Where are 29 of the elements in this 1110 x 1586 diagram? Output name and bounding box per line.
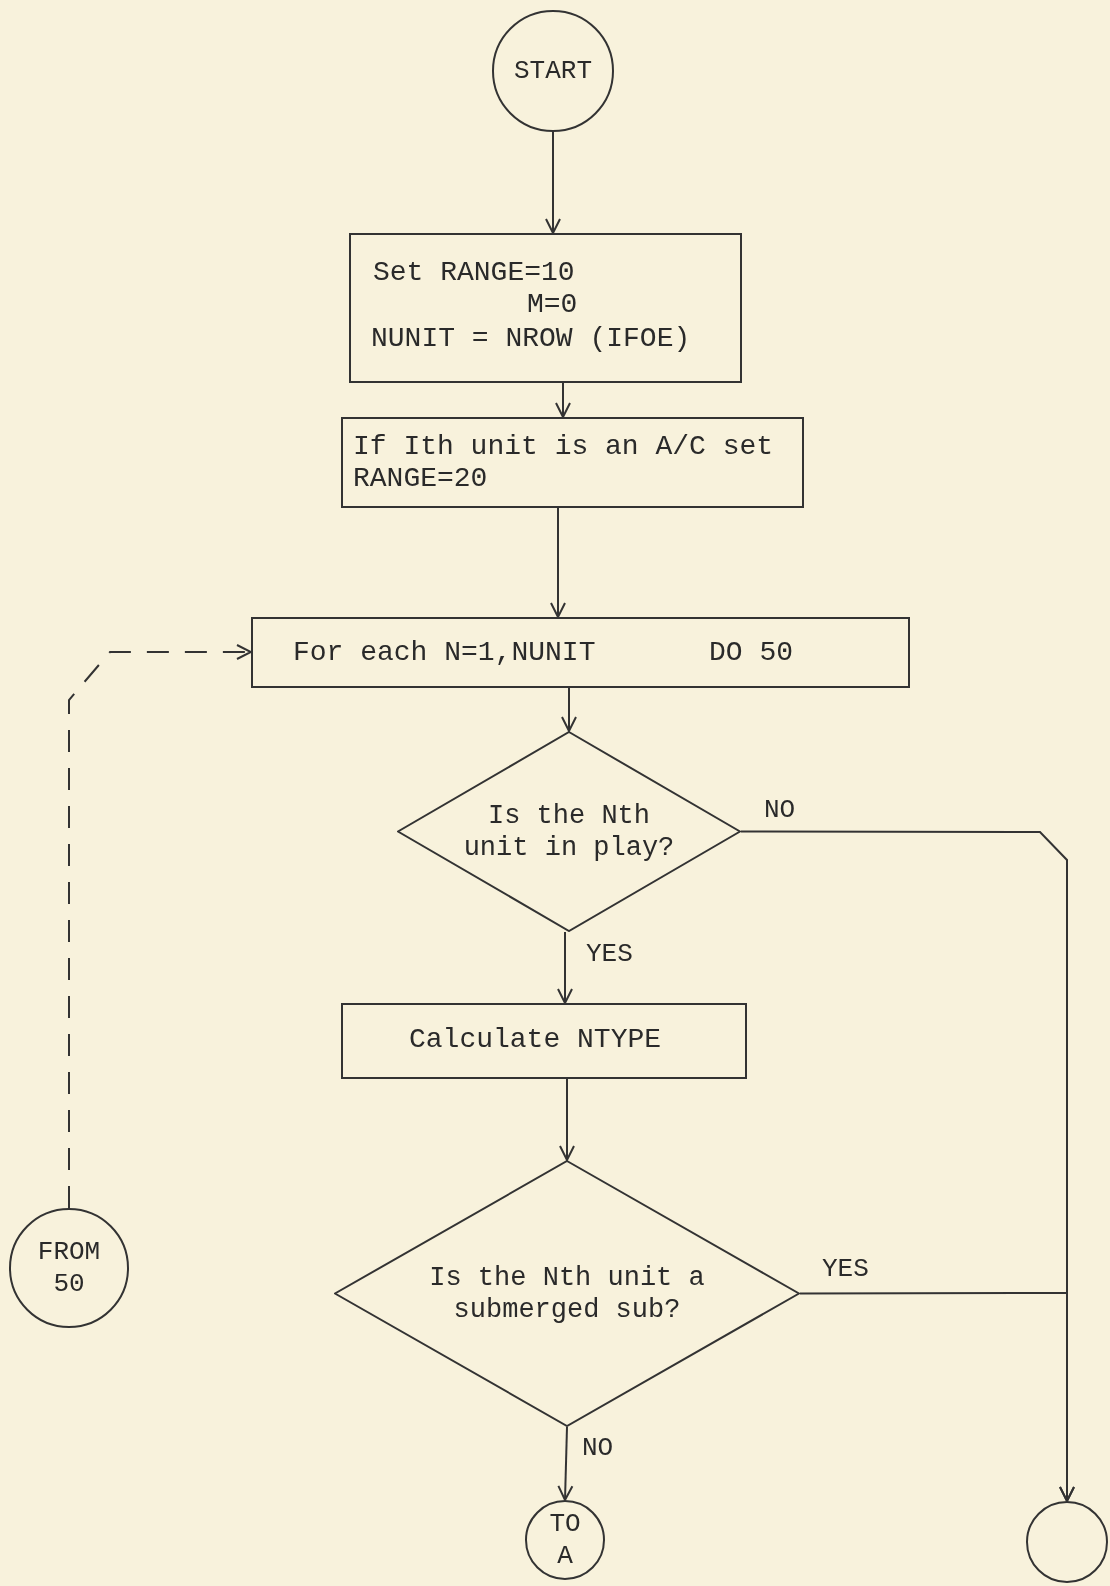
node-text: M=0 — [527, 289, 578, 321]
start-terminal — [492, 10, 614, 132]
arrow — [557, 931, 573, 1004]
node-text: Calculate NTYPE — [409, 1024, 662, 1056]
node-text: START — [513, 55, 593, 87]
node-text: Set RANGE=10 — [373, 257, 575, 289]
process-box — [341, 417, 804, 508]
connector-circle — [1026, 1501, 1108, 1583]
arrow — [550, 507, 566, 618]
arrow — [559, 1078, 575, 1161]
arrow — [557, 1426, 574, 1501]
node-text: TO A — [548, 1508, 582, 1572]
arrow — [799, 1292, 1075, 1502]
node-text: NUNIT = NROW (IFOE) — [371, 323, 691, 355]
process-box — [349, 233, 742, 383]
process-box — [341, 1003, 747, 1079]
node-text: DO 50 — [709, 637, 793, 669]
arrow — [561, 687, 577, 732]
node-text: For each N=1,NUNIT — [293, 637, 596, 669]
node-text: Is the Nth unit in play? — [462, 799, 676, 864]
node-text: FROM 50 — [36, 1236, 102, 1300]
node-text: If Ith unit is an A/C set RANGE=20 — [353, 431, 775, 495]
loop-box — [251, 617, 910, 688]
connector-circle — [9, 1208, 129, 1328]
connector-circle — [525, 1500, 605, 1580]
arrow — [545, 131, 561, 234]
node-text: Is the Nth unit a submerged sub? — [428, 1261, 706, 1326]
arrow — [555, 382, 571, 418]
arrow — [68, 644, 252, 1209]
